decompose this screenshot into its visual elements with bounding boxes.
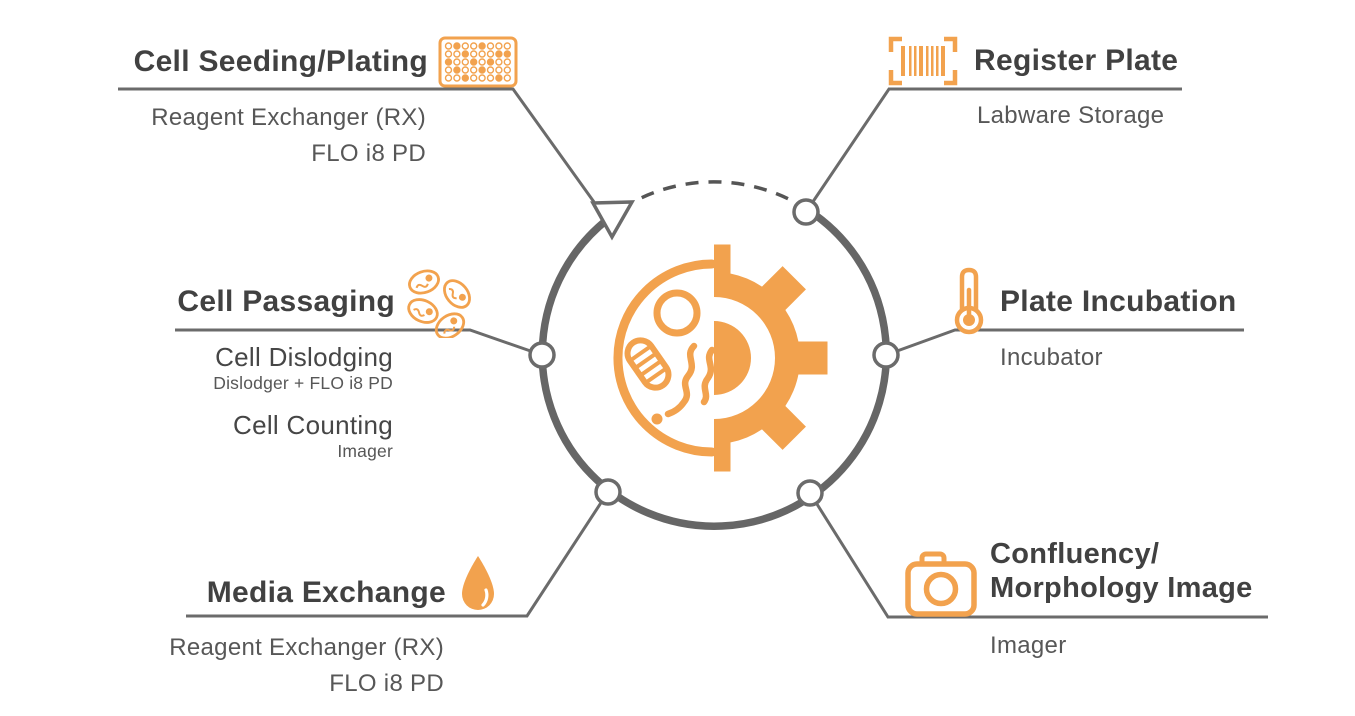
connector-media xyxy=(186,491,610,618)
camera-icon xyxy=(902,548,980,618)
station-confluency-title: Confluency/ Morphology Image xyxy=(990,537,1253,605)
node-passaging xyxy=(528,341,556,369)
station-register-line1: Labware Storage xyxy=(977,102,1165,129)
station-incubation-title: Plate Incubation xyxy=(1000,285,1237,318)
microplate-icon xyxy=(438,36,518,88)
direction-arrow-icon xyxy=(590,200,636,241)
station-passaging-sub1-detail: Dislodger + FLO i8 PD xyxy=(213,373,393,393)
station-confluency-title2: Morphology Image xyxy=(990,572,1253,604)
connector-confluency xyxy=(808,492,1268,619)
station-incubation-line1: Incubator xyxy=(1000,344,1103,371)
thermometer-icon xyxy=(951,266,987,336)
station-passaging-sub1: Cell Dislodging xyxy=(215,342,393,372)
station-register-title: Register Plate xyxy=(974,44,1179,77)
station-seeding-header: Cell Seeding/Plating xyxy=(100,36,518,88)
node-incubation xyxy=(872,341,900,369)
station-confluency-line1: Imager xyxy=(990,632,1067,659)
node-register xyxy=(792,198,820,226)
station-confluency-title1: Confluency/ xyxy=(990,538,1160,570)
station-passaging-details: Cell Dislodging Dislodger + FLO i8 PD Ce… xyxy=(43,342,393,462)
cell-half xyxy=(613,259,717,457)
connector-lines xyxy=(118,87,1268,619)
station-seeding-line1: Reagent Exchanger (RX) xyxy=(151,104,426,131)
node-media xyxy=(594,478,622,506)
cells-icon xyxy=(397,266,479,340)
connector-passaging xyxy=(175,328,543,357)
hub-solid-arc xyxy=(538,206,891,530)
station-seeding-details: Reagent Exchanger (RX) FLO i8 PD xyxy=(100,100,426,172)
half-cell-half-gear-icon xyxy=(613,244,828,472)
station-seeding-line2: FLO i8 PD xyxy=(311,140,426,167)
station-seeding-title: Cell Seeding/Plating xyxy=(133,45,428,78)
connector-register xyxy=(804,87,1182,213)
hub-nodes xyxy=(528,198,900,507)
station-media-details: Reagent Exchanger (RX) FLO i8 PD xyxy=(100,630,444,702)
connector-seeding xyxy=(118,87,596,203)
droplet-icon xyxy=(456,554,500,616)
station-media-title: Media Exchange xyxy=(206,576,446,609)
node-confluency xyxy=(796,479,824,507)
station-register-header: Register Plate xyxy=(886,36,1178,86)
station-media-line2: FLO i8 PD xyxy=(329,670,444,697)
station-passaging-sub2: Cell Counting xyxy=(233,410,393,440)
barcode-icon xyxy=(886,36,960,86)
station-passaging-sub2-detail: Imager xyxy=(337,441,393,461)
station-passaging-title: Cell Passaging xyxy=(177,285,395,318)
hub-dashed-arc xyxy=(632,180,809,212)
hub-circle xyxy=(528,180,900,530)
station-media-line1: Reagent Exchanger (RX) xyxy=(169,634,444,661)
gear-half xyxy=(714,244,828,472)
connector-incubation xyxy=(885,328,1244,357)
